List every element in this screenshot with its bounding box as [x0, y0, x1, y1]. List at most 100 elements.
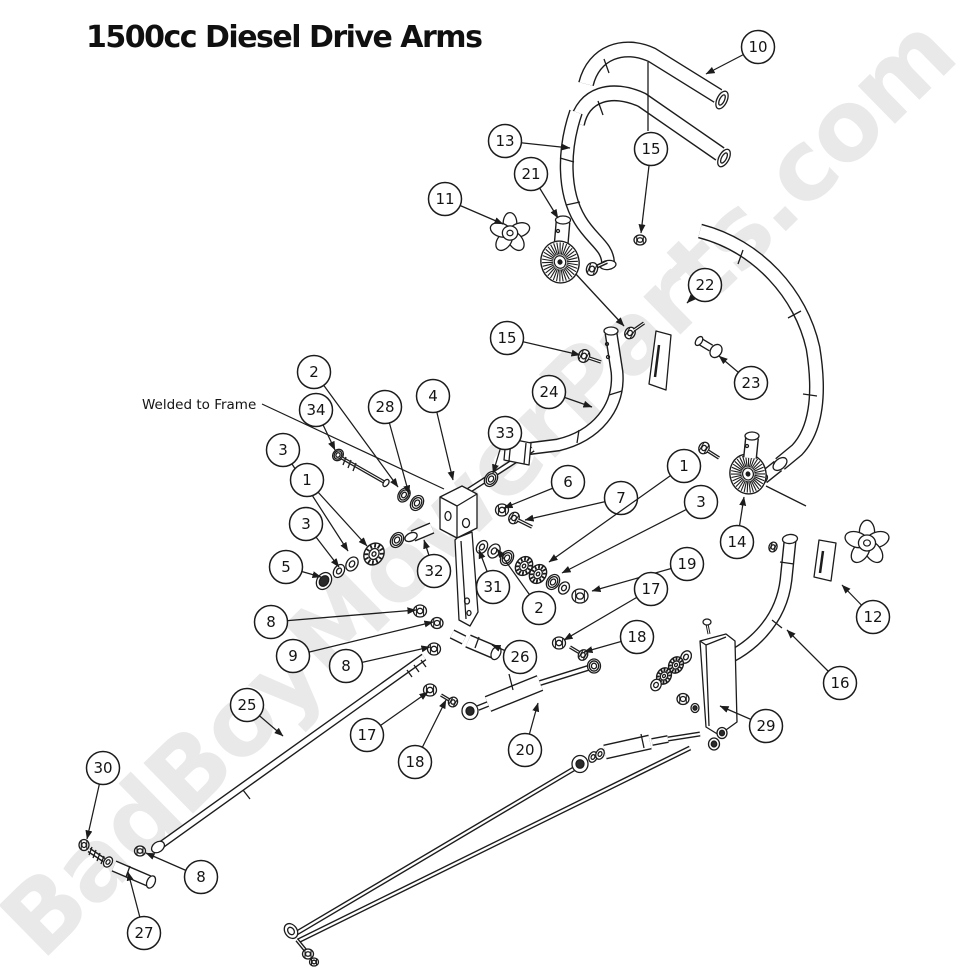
- callout-balloon: [521, 590, 557, 626]
- diagram-line-art: [78, 41, 890, 967]
- washer: [409, 494, 425, 512]
- pivot-bracket: [404, 485, 479, 627]
- hex-nut: [426, 642, 442, 656]
- rubber-isolator: [667, 656, 685, 674]
- callout-18: 18: [583, 619, 655, 655]
- callout-2: 2: [296, 354, 399, 488]
- callout-balloon: [268, 549, 304, 585]
- washer: [389, 531, 405, 549]
- callout-14: 14: [719, 496, 755, 560]
- hex-nut: [551, 636, 567, 650]
- hex-bolt: [585, 261, 599, 277]
- rod-end: [461, 701, 479, 721]
- callout-balloon: [531, 374, 567, 410]
- washer: [650, 678, 662, 692]
- callout-balloon: [822, 665, 858, 701]
- callout-number: 22: [695, 276, 714, 294]
- callout-balloon: [229, 687, 265, 723]
- washer: [557, 581, 571, 595]
- callout-balloon: [328, 648, 364, 684]
- callout-number: 25: [237, 696, 256, 714]
- callout-balloon: [507, 732, 543, 768]
- washer: [332, 563, 346, 579]
- callout-balloon: [126, 915, 162, 951]
- callout-13: 13: [487, 123, 571, 159]
- right-isolator-stack: [412, 503, 589, 708]
- callout-number: 15: [641, 140, 660, 158]
- callout-12: 12: [841, 584, 891, 635]
- callout-balloon: [733, 365, 769, 401]
- callout-number: 7: [616, 489, 626, 507]
- callout-number: 16: [830, 674, 849, 692]
- callout-number: 5: [281, 558, 291, 576]
- drive-arm-tube-left: [559, 109, 647, 340]
- hex-bolt: [447, 696, 459, 708]
- damper-21-assembly: [489, 211, 580, 284]
- washer: [102, 856, 114, 868]
- callout-balloon: [289, 462, 325, 498]
- callout-balloon: [666, 448, 702, 484]
- callout-number: 10: [748, 38, 767, 56]
- callout-21: 21: [513, 156, 559, 219]
- callout-balloon: [603, 480, 639, 516]
- washer: [345, 556, 359, 572]
- callout-number: 14: [727, 533, 746, 551]
- damper-disc: [729, 453, 767, 495]
- callout-9: 9: [275, 620, 434, 674]
- callout-18: 18: [397, 699, 447, 780]
- flange-nut: [571, 588, 589, 604]
- callout-balloon: [683, 484, 719, 520]
- hex-nut: [676, 692, 690, 706]
- callout-number: 32: [424, 562, 443, 580]
- callout-10: 10: [705, 29, 776, 75]
- washer: [595, 748, 605, 760]
- callout-balloon: [855, 599, 891, 635]
- callout-20: 20: [507, 702, 543, 768]
- callout-1: 1: [548, 448, 702, 563]
- callout-balloon: [748, 708, 784, 744]
- bolt-head: [690, 702, 700, 714]
- star-knob: [844, 519, 890, 564]
- callout-number: 26: [510, 648, 529, 666]
- callout-balloon: [487, 415, 523, 451]
- callout-number: 12: [863, 608, 882, 626]
- callout-balloon: [349, 717, 385, 753]
- callout-number: 20: [515, 741, 534, 759]
- callout-balloon: [475, 569, 511, 605]
- callout-3: 3: [561, 484, 719, 574]
- arm-block-29: [650, 618, 738, 751]
- callout-number: 33: [495, 424, 514, 442]
- callout-number: 2: [534, 599, 544, 617]
- callout-balloon: [719, 524, 755, 560]
- callout-3: 3: [265, 432, 349, 552]
- welded-to-frame-label: Welded to Frame: [142, 397, 256, 413]
- callout-number: 24: [539, 383, 558, 401]
- callout-25: 25: [229, 687, 284, 737]
- rod-end: [571, 754, 589, 774]
- hex-nut: [412, 604, 428, 618]
- callout-number: 1: [679, 457, 689, 475]
- callout-32: 32: [416, 539, 452, 589]
- rod-end: [586, 658, 602, 674]
- rubber-isolator: [363, 542, 385, 566]
- hex-nut: [308, 957, 320, 967]
- callout-16: 16: [786, 629, 858, 701]
- hex-bolt: [698, 441, 710, 455]
- callout-balloon: [275, 638, 311, 674]
- callout-balloon: [633, 131, 669, 167]
- hex-bolt: [624, 326, 636, 340]
- callout-number: 8: [266, 613, 276, 631]
- callout-balloon: [427, 181, 463, 217]
- idler-22-assembly: [648, 330, 723, 391]
- callout-6: 6: [503, 464, 586, 509]
- damper-disc: [540, 240, 580, 284]
- callout-number: 3: [696, 493, 706, 511]
- callout-number: 17: [641, 580, 660, 598]
- callout-balloon: [489, 320, 525, 356]
- bolt-head: [78, 838, 90, 852]
- callout-number: 21: [521, 165, 540, 183]
- hex-nut: [430, 616, 444, 630]
- callout-balloon: [288, 506, 324, 542]
